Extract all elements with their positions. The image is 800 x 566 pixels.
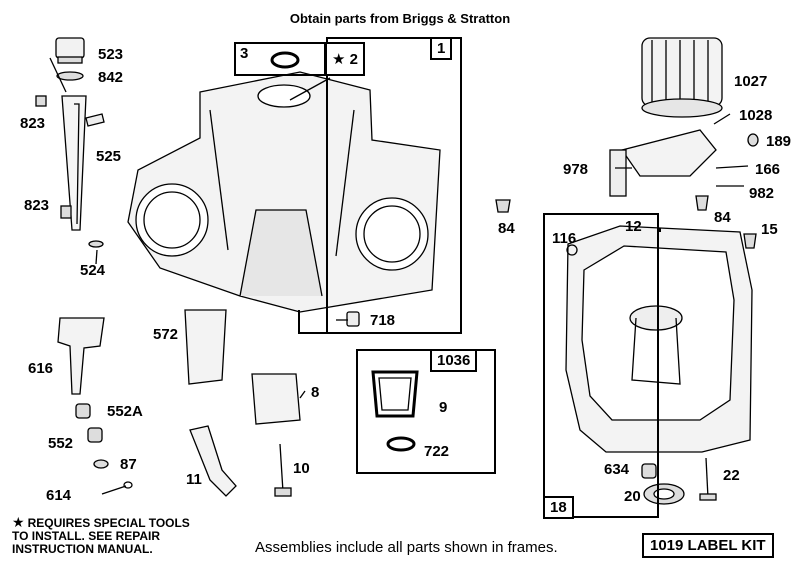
part-523: 523 (98, 46, 124, 63)
seal-tag-label: 3 (240, 45, 249, 62)
part-20: 20 (624, 488, 641, 505)
part-842: 842 (98, 69, 124, 86)
frame-tag-cylinder: 1 (430, 37, 453, 60)
part-22: 22 (723, 467, 740, 484)
part-552a: 552A (107, 403, 143, 420)
part-572: 572 (153, 326, 179, 343)
part-978: 978 (563, 161, 589, 178)
gasket-set-frame (356, 349, 496, 474)
part-552: 552 (48, 435, 74, 452)
special-tools-line-1: REQUIRES SPECIAL TOOLS (27, 516, 190, 530)
part-87: 87 (120, 456, 137, 473)
oil-filter-drawing (641, 37, 723, 118)
part-718: 718 (370, 312, 396, 329)
part-1027: 1027 (734, 73, 768, 90)
part-525: 525 (96, 148, 122, 165)
part-823-top: 823 (20, 115, 46, 132)
special-tools-line-2: TO INSTALL. SEE REPAIR (12, 529, 161, 543)
part-722: 722 (424, 443, 450, 460)
dipstick-tube-drawing (35, 37, 105, 248)
part-614: 614 (46, 487, 72, 504)
sump-frame-right (657, 228, 661, 232)
part-15: 15 (761, 221, 778, 238)
part-84-center: 84 (498, 220, 515, 237)
cylinder-frame-bottom (298, 310, 328, 334)
frame-tag-sump-bottom: 18 (543, 496, 574, 519)
part-634: 634 (604, 461, 630, 478)
part-116: 116 (552, 230, 577, 247)
part-823-bottom: 823 (24, 197, 50, 214)
star-symbol: ★ (12, 514, 25, 530)
assemblies-note: Assemblies include all parts shown in fr… (255, 539, 558, 556)
part-11: 11 (186, 471, 202, 488)
special-tools-line-3: INSTRUCTION MANUAL. (12, 542, 153, 556)
cylinder-assembly-frame (326, 37, 462, 334)
cylinder-block-drawing (127, 71, 441, 313)
part-10: 10 (293, 460, 310, 477)
star-tag: ★ 2 (325, 42, 365, 76)
label-kit-box[interactable]: 1019 LABEL KIT (642, 533, 774, 558)
part-84-right: 84 (714, 209, 731, 226)
part-189: 189 (766, 133, 792, 150)
sump-assembly-frame (543, 213, 659, 518)
frame-tag-gasket-set: 1036 (430, 349, 478, 372)
special-tools-note: ★REQUIRES SPECIAL TOOLS TO INSTALL. SEE … (12, 514, 190, 556)
part-166: 166 (755, 161, 781, 178)
part-1028: 1028 (739, 107, 773, 124)
part-616: 616 (28, 360, 54, 377)
page-title: Obtain parts from Briggs & Stratton (289, 11, 511, 26)
part-982: 982 (749, 185, 775, 202)
part-8: 8 (311, 384, 320, 401)
part-524: 524 (80, 262, 106, 279)
part-9: 9 (439, 399, 448, 416)
frame-tag-sump-top: 12 (625, 218, 642, 235)
